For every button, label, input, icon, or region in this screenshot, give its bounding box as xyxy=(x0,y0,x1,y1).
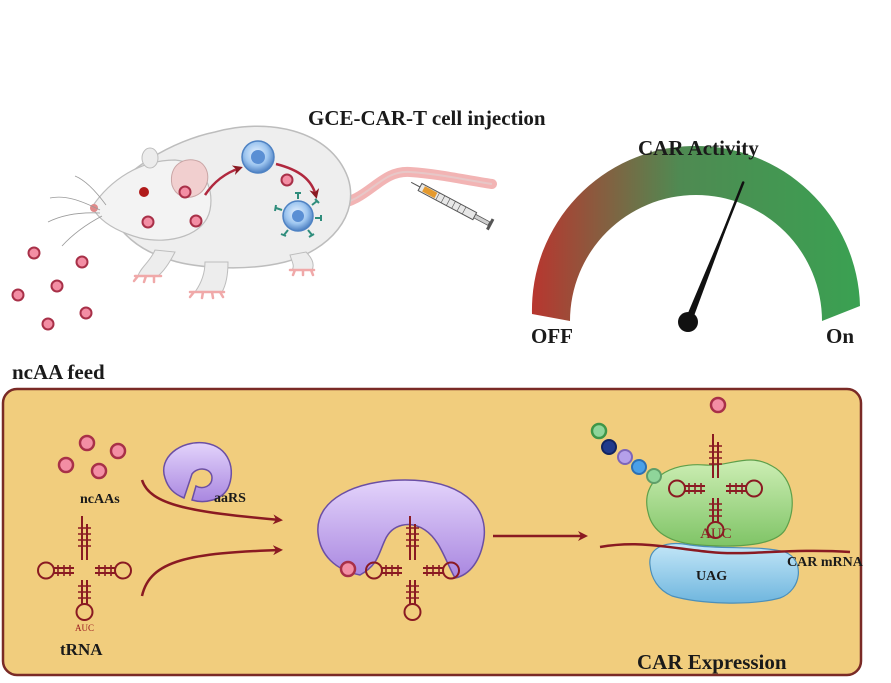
anticodon-label: AUC xyxy=(75,623,95,633)
gauge-off-label: OFF xyxy=(531,324,573,348)
ncaa-dot xyxy=(280,173,294,187)
gauge-pivot xyxy=(678,312,698,332)
mouse-paw xyxy=(132,274,163,284)
car-receptors xyxy=(274,192,322,238)
ncaa-dot xyxy=(189,214,203,228)
mrna-strand xyxy=(599,542,851,555)
ncaa-dot xyxy=(178,185,192,199)
gauge-arc xyxy=(531,145,860,321)
mouse-ear-back xyxy=(141,147,159,169)
transform-arrow xyxy=(203,165,243,196)
mouse-eye xyxy=(139,187,149,197)
syringe-icon xyxy=(410,181,495,231)
mouse-illustration xyxy=(47,125,497,300)
mrna-label: CAR mRNA xyxy=(787,555,863,570)
injection-label: GCE-CAR-T cell injection xyxy=(308,106,546,130)
ncaa-attached xyxy=(339,560,357,578)
peptide-chain xyxy=(590,422,662,484)
car-expression-label: CAR Expression xyxy=(637,650,787,674)
ncaa-feed-dots xyxy=(11,246,93,331)
transform-arrow xyxy=(275,162,320,199)
ncaa-incorporated xyxy=(709,396,727,414)
ncaa-dot xyxy=(141,215,155,229)
ncaas-label: ncAAs xyxy=(80,492,120,507)
aars-enzyme-icon xyxy=(162,442,232,503)
ribosome-small-subunit xyxy=(649,543,799,604)
gauge-title: CAR Activity xyxy=(638,136,759,160)
codon-label: UAG xyxy=(696,569,728,584)
ncaa-group xyxy=(57,434,127,480)
mouse-paw xyxy=(188,290,226,300)
mouse-tail xyxy=(330,166,497,210)
mouse-whiskers xyxy=(47,175,107,247)
arrow-ncaa-to-complex xyxy=(140,479,283,525)
ncaa-feed-label: ncAA feed xyxy=(12,360,105,384)
mouse-paw xyxy=(288,268,316,277)
arrow-trna-to-complex xyxy=(140,545,283,597)
ribosome-anticodon-label: AUC xyxy=(700,526,732,542)
car-activity-gauge xyxy=(531,145,860,332)
trna-label: tRNA xyxy=(60,640,103,659)
gauge-on-label: On xyxy=(826,324,855,348)
aars-label: aaRS xyxy=(214,491,246,506)
